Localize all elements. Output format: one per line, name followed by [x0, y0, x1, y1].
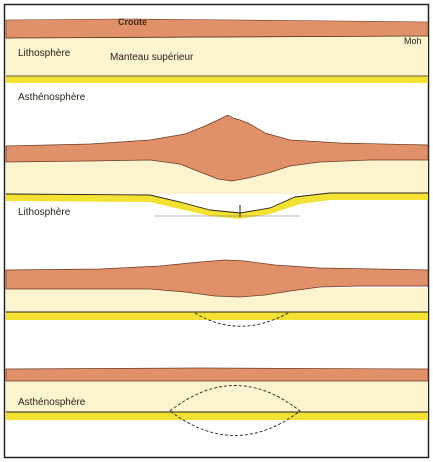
moho-label: Moh [404, 37, 422, 46]
asthenosphere-label-top: Asthénosphère [18, 93, 85, 103]
panel-1-yellow-band [6, 76, 428, 83]
panel-4-crust [6, 368, 428, 381]
lithosphere-label-top: Lithosphère [18, 49, 70, 59]
asthenosphere-label-bottom: Asthénosphère [18, 398, 85, 408]
lithosphere-label-mid: Lithosphère [18, 208, 70, 218]
panel-1-crust [6, 19, 428, 38]
panel-2 [6, 115, 428, 219]
upper-mantle-label: Manteau supérieur [110, 53, 193, 63]
panel-4-yellow-band [6, 412, 428, 420]
panel-3-yellow-band [6, 312, 428, 320]
panel-3 [6, 260, 428, 326]
crust-label: Croûte [118, 18, 147, 27]
